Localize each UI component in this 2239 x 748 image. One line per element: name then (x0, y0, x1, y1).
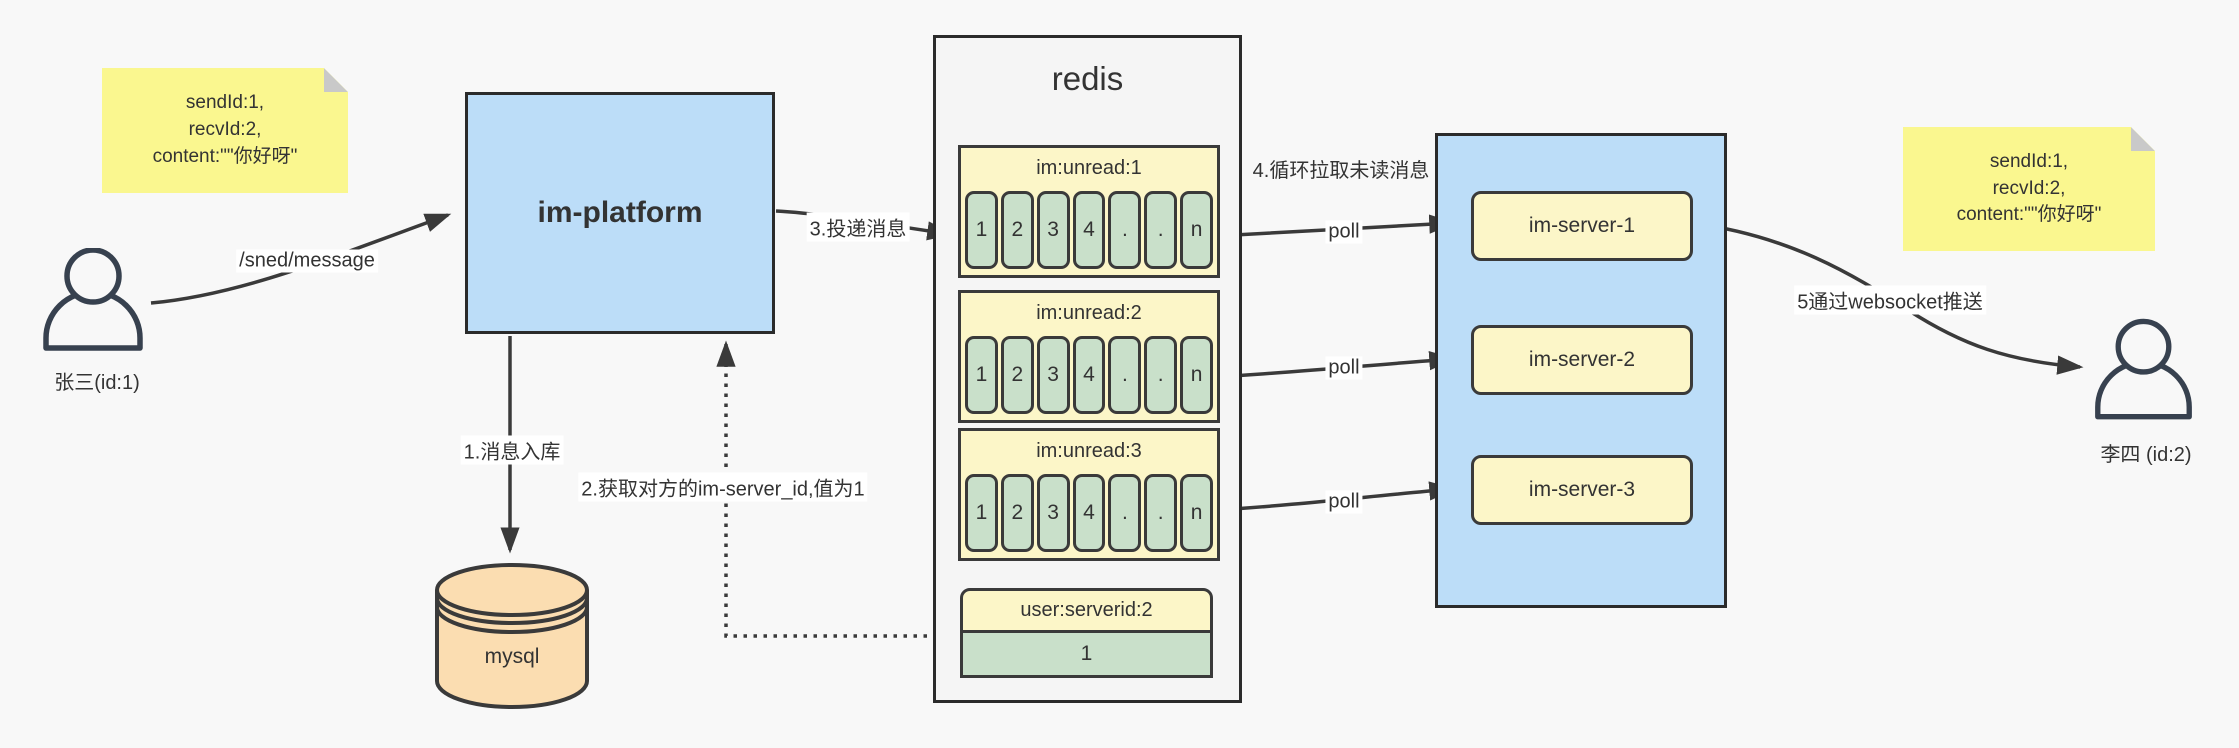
queue-cell: 4 (1072, 191, 1106, 269)
queue-im-unread-3: im:unread:3 1 2 3 4 . . n (958, 428, 1220, 561)
note-line: recvId:2, (188, 119, 262, 141)
mysql-label: mysql (484, 645, 540, 668)
im-platform-box: im-platform (465, 92, 775, 334)
queue-cell: 2 (1000, 336, 1034, 414)
im-server-2-box: im-server-2 (1471, 325, 1693, 395)
queue-cell: n (1180, 336, 1214, 414)
queue-im-unread-1: im:unread:1 1 2 3 4 . . n (958, 145, 1220, 278)
note-fold-icon (324, 68, 348, 92)
queue-cell: . (1108, 474, 1142, 552)
kv-user-serverid: user:serverid:2 1 (960, 588, 1213, 678)
queue-cell: n (1180, 474, 1214, 552)
queue-cell: 3 (1036, 191, 1070, 269)
person-receiver-icon (2095, 318, 2192, 420)
queue-cell: n (1180, 191, 1214, 269)
queue-header: im:unread:1 (1036, 157, 1142, 179)
note-fold-icon (2131, 127, 2155, 151)
label-step1: 1.消息入库 (460, 435, 564, 465)
label-step3: 3.投递消息 (806, 212, 910, 242)
note-line: sendId:1, (1989, 150, 2069, 172)
note-message-payload-left: sendId:1, recvId:2, content:""你好呀" (102, 68, 348, 193)
person-sender-label: 张三(id:1) (54, 372, 140, 394)
queue-cell: 1 (965, 474, 998, 552)
person-sender-icon (43, 248, 143, 351)
queue-cell: 3 (1036, 474, 1070, 552)
queue-cell: . (1144, 336, 1178, 414)
queue-cells: 1 2 3 4 . . n (965, 474, 1214, 552)
note-line: recvId:2, (1992, 177, 2066, 199)
im-platform-label: im-platform (537, 196, 703, 229)
kv-value: 1 (960, 633, 1213, 678)
queue-cell: 3 (1036, 336, 1070, 414)
queue-cell: 4 (1072, 474, 1106, 552)
im-server-cluster: im-server-1 im-server-2 im-server-3 (1435, 133, 1727, 608)
kv-header: user:serverid:2 (960, 588, 1213, 633)
label-poll-3: poll (1325, 490, 1363, 514)
label-step4: 4.循环拉取未读消息 (1252, 160, 1430, 182)
im-server-3-box: im-server-3 (1471, 455, 1693, 525)
queue-cell: . (1108, 336, 1142, 414)
queue-cell: 2 (1000, 191, 1034, 269)
note-message-payload-right: sendId:1, recvId:2, content:""你好呀" (1903, 127, 2155, 251)
queue-header: im:unread:3 (1036, 440, 1142, 462)
mysql-database-icon (435, 563, 589, 709)
label-poll-1: poll (1325, 220, 1363, 244)
queue-cell: . (1144, 474, 1178, 552)
queue-cell: . (1144, 191, 1178, 269)
queue-cell: 4 (1072, 336, 1106, 414)
queue-cells: 1 2 3 4 . . n (965, 191, 1214, 269)
queue-cell: 2 (1000, 474, 1034, 552)
label-poll-2: poll (1325, 356, 1363, 380)
note-line: content:""你好呀" (1956, 204, 2102, 226)
label-step2: 2.获取对方的im-server_id,值为1 (578, 472, 868, 502)
queue-cell: 1 (965, 336, 998, 414)
person-receiver-label: 李四 (id:2) (2100, 444, 2192, 466)
note-line: sendId:1, (185, 92, 265, 114)
queue-cell: 1 (965, 191, 998, 269)
queue-cell: . (1108, 191, 1142, 269)
im-server-1-box: im-server-1 (1471, 191, 1693, 261)
queue-im-unread-2: im:unread:2 1 2 3 4 . . n (958, 290, 1220, 423)
redis-title: redis (1051, 60, 1124, 97)
queue-header: im:unread:2 (1036, 302, 1142, 324)
queue-cells: 1 2 3 4 . . n (965, 336, 1214, 414)
label-step5: 5通过websocket推送 (1794, 285, 1986, 315)
label-send-api: /sned/message (236, 249, 378, 273)
note-line: content:""你好呀" (152, 145, 298, 167)
